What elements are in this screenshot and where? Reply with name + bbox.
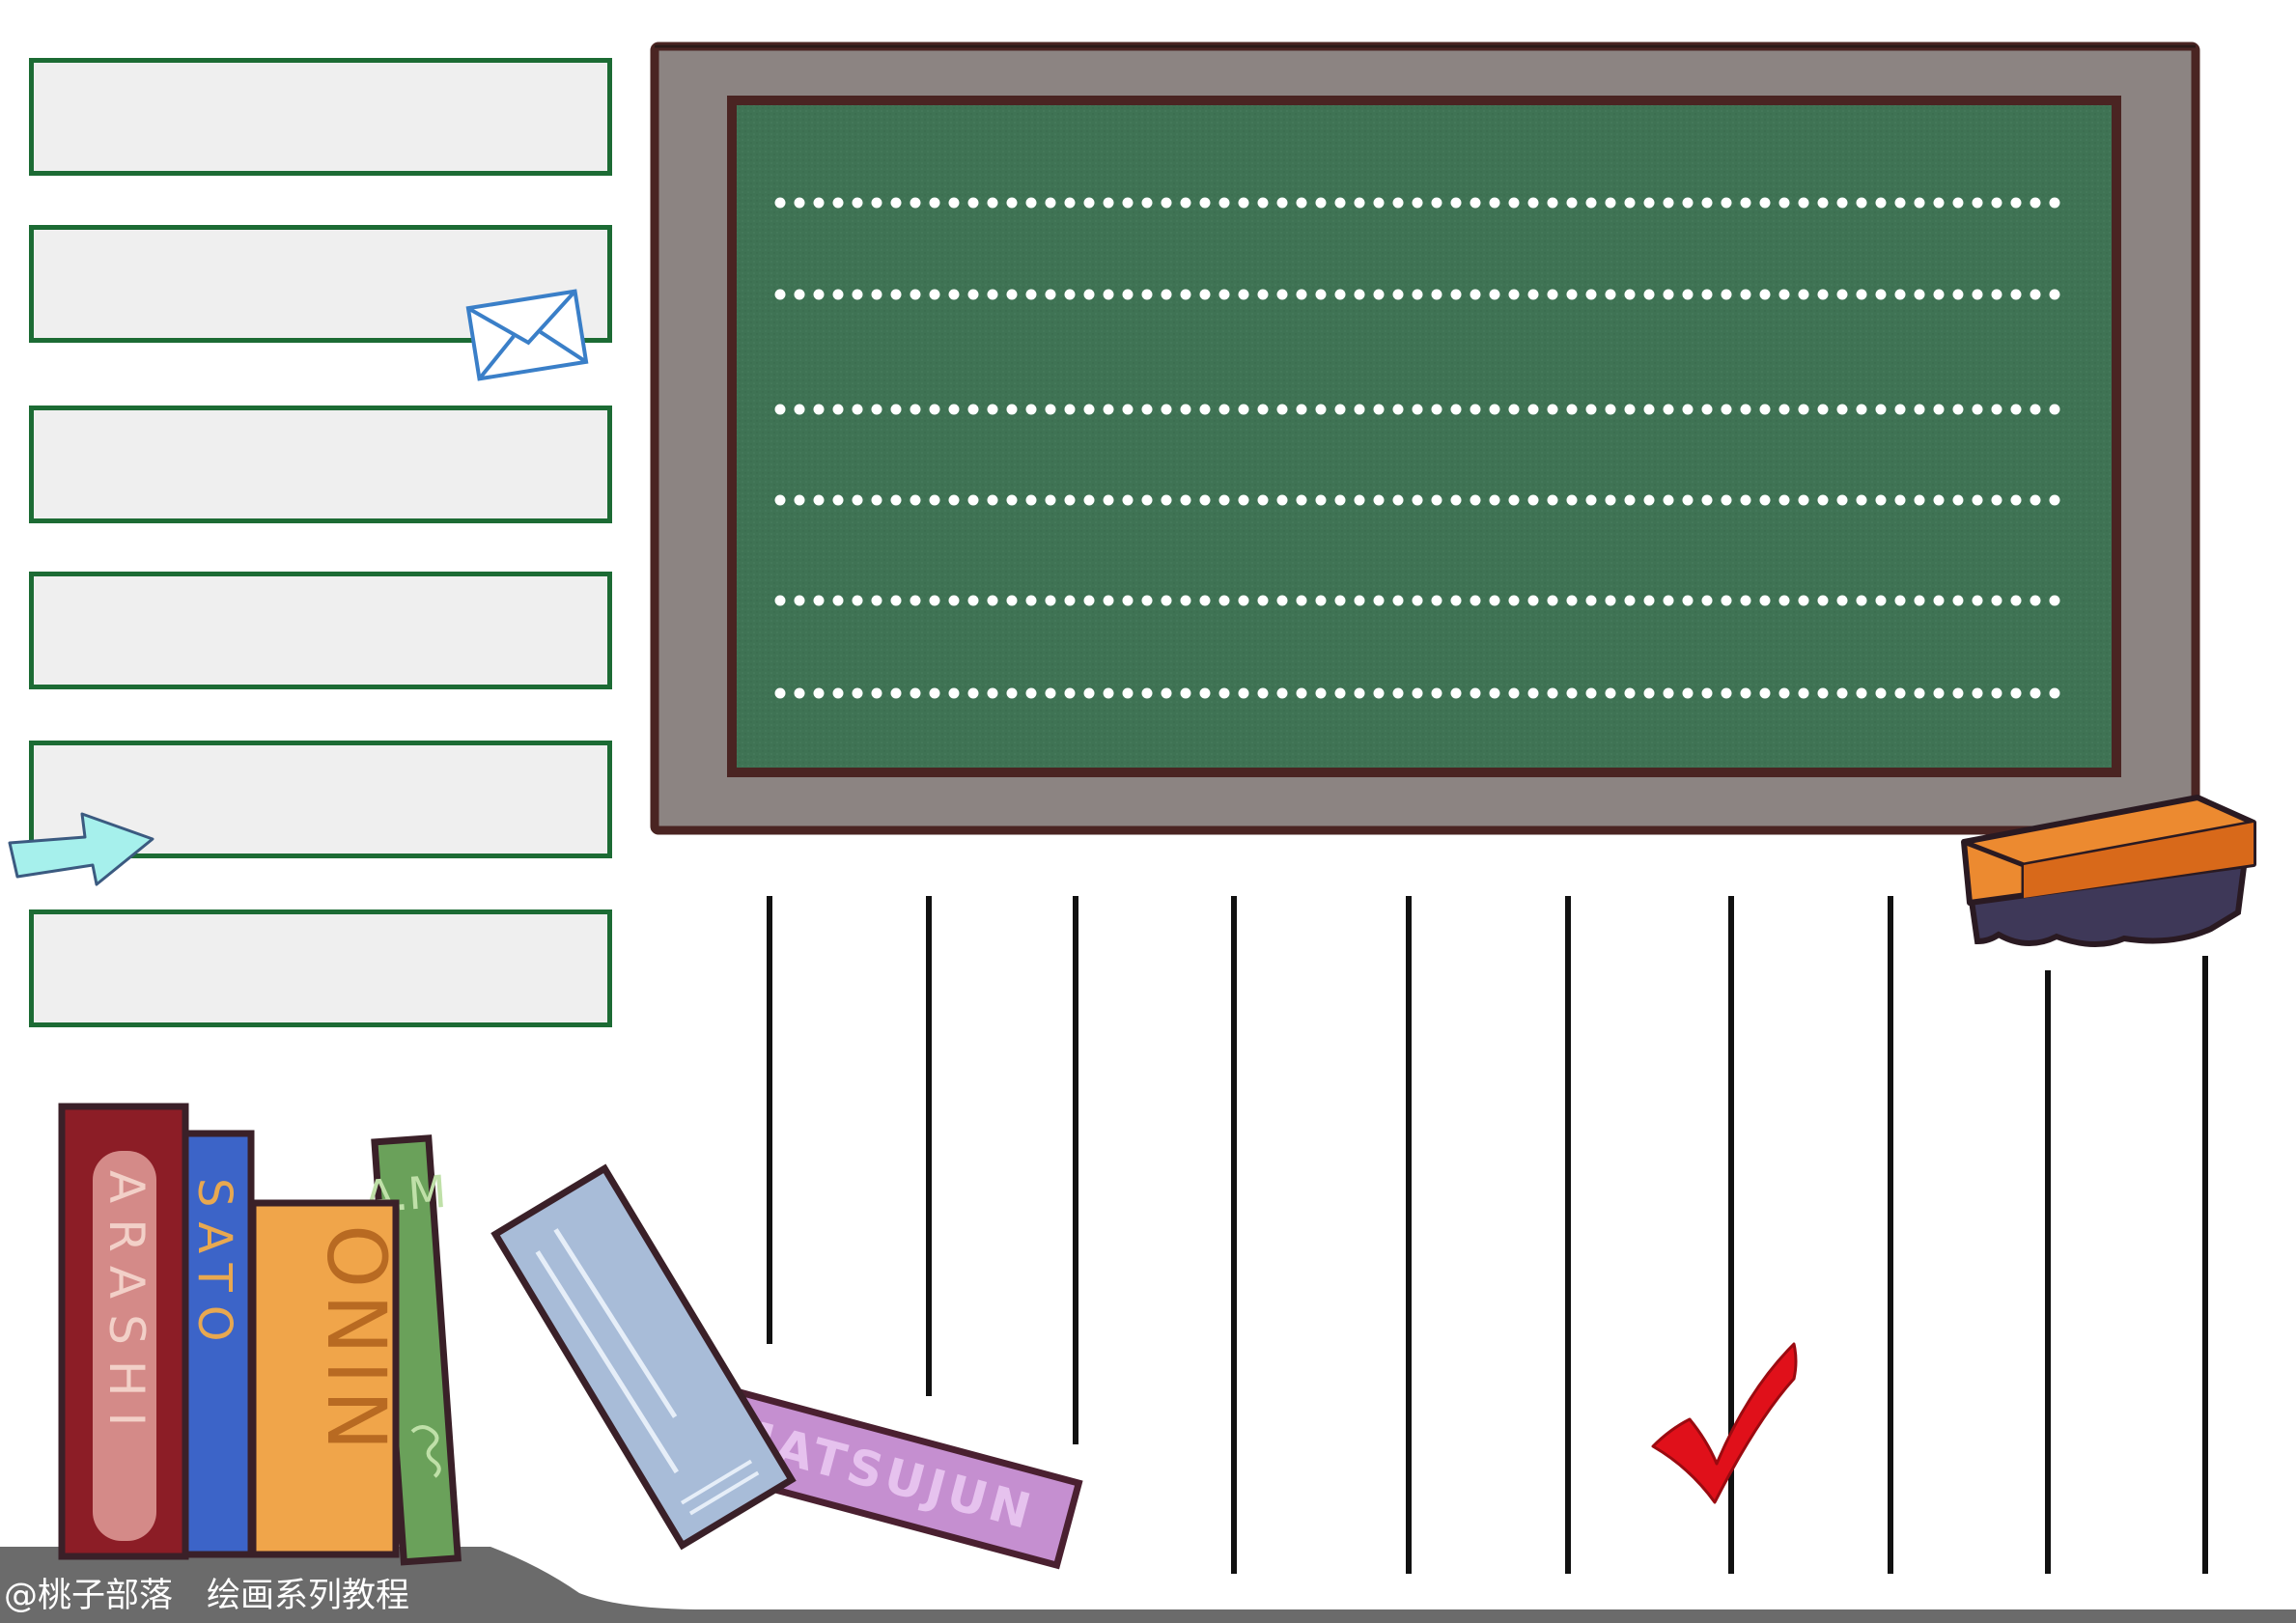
blackboard-dotted-lines xyxy=(774,197,2060,699)
dotted-row xyxy=(774,687,2060,699)
book-label-arashi: ARASHI xyxy=(98,1170,154,1441)
book-sato: SATO xyxy=(182,1130,255,1558)
book-label-sato: SATO xyxy=(187,1178,241,1356)
text-slot-6 xyxy=(29,909,612,1027)
arrow-right-icon xyxy=(8,812,154,886)
book-label-onin: ONIN xyxy=(309,1224,404,1457)
book-stack: MATSUJUN A.M ONIN SATO ARASHI xyxy=(58,1103,1083,1570)
dotted-row xyxy=(774,494,2060,506)
book-onin: ONIN xyxy=(249,1199,404,1558)
dotted-row xyxy=(774,404,2060,415)
dotted-row xyxy=(774,595,2060,606)
text-slot-1 xyxy=(29,58,612,176)
text-slot-4 xyxy=(29,572,612,689)
check-mark-icon xyxy=(1651,1342,1798,1504)
footer-band xyxy=(0,1547,2296,1623)
text-slot-3 xyxy=(29,406,612,523)
book-light-blue xyxy=(490,1163,797,1551)
book-arashi: ARASHI xyxy=(58,1103,189,1560)
dotted-row xyxy=(774,289,2060,300)
dotted-row xyxy=(774,197,2060,209)
eraser-icon xyxy=(1961,795,2256,948)
writing-lines xyxy=(767,896,2208,1574)
blackboard-surface xyxy=(727,96,2121,777)
envelope-icon xyxy=(465,289,589,381)
watermark-text: @桃子部落 绘画系列教程 xyxy=(4,1577,410,1615)
